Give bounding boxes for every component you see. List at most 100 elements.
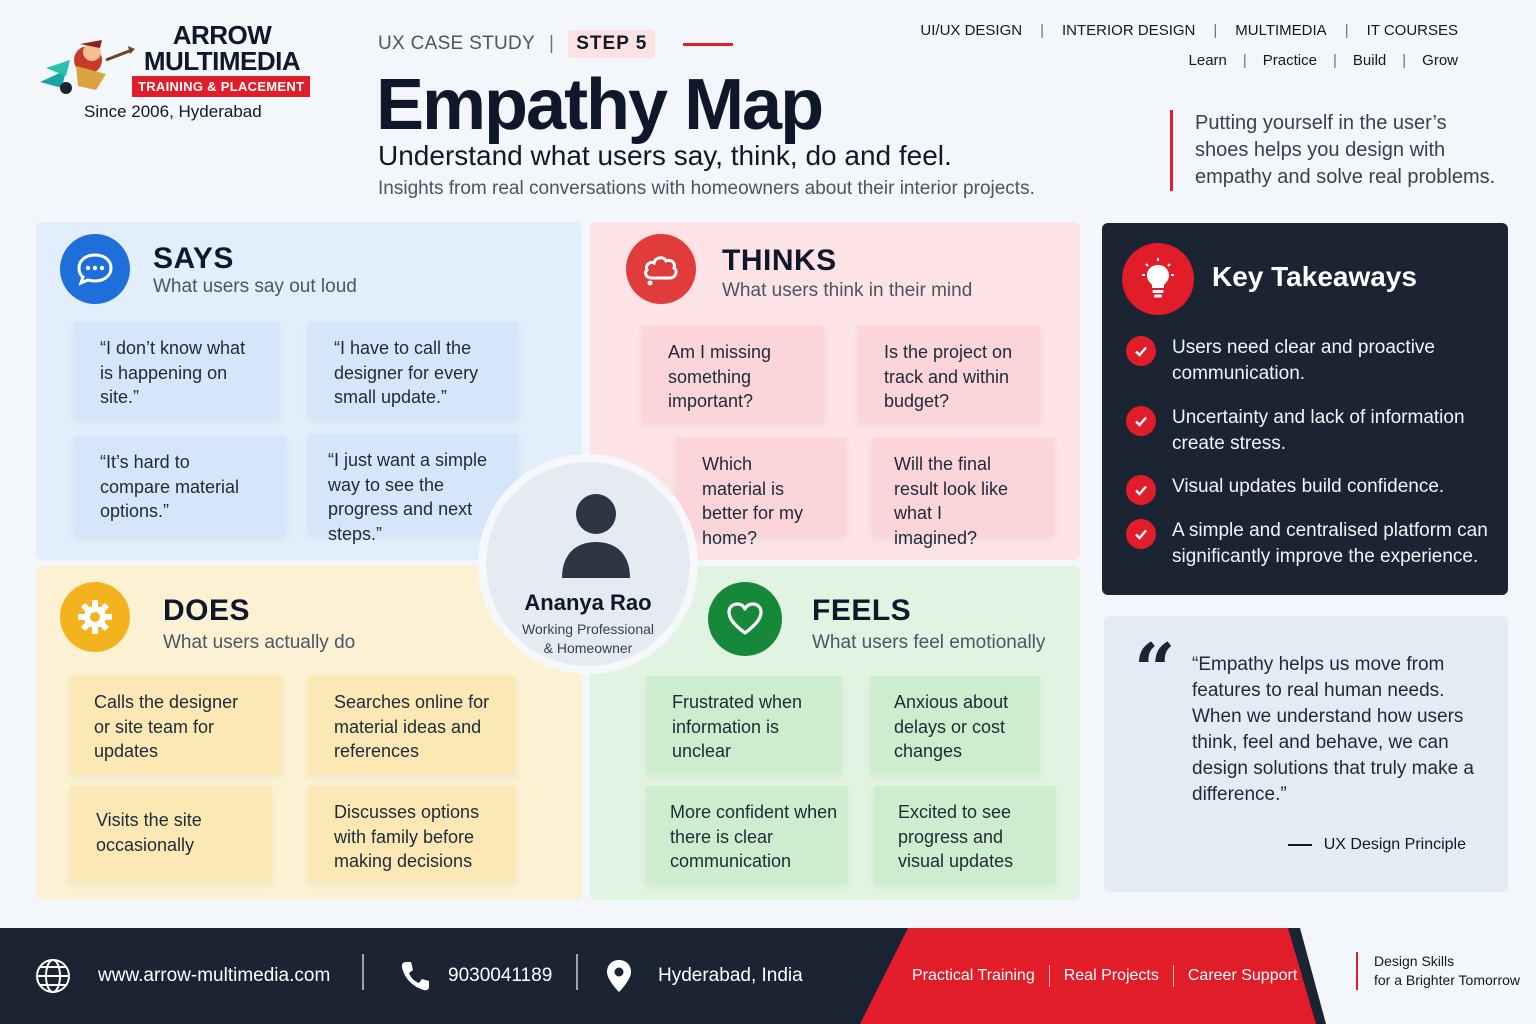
- thinks-quadrant: THINKS What users think in their mind Am…: [590, 222, 1080, 560]
- lightbulb-icon: [1122, 243, 1194, 315]
- footer-link-practical-training[interactable]: Practical Training: [912, 967, 1035, 984]
- nav-item-it-courses[interactable]: IT COURSES: [1366, 22, 1458, 39]
- quote-attribution: UX Design Principle: [1287, 836, 1466, 854]
- persona-name: Ananya Rao: [524, 590, 652, 615]
- page-subtitle: Understand what users say, think, do and…: [378, 140, 952, 171]
- eyebrow: UX CASE STUDY | STEP 5: [378, 30, 734, 58]
- archer-mascot-icon: [40, 40, 135, 94]
- brand-since: Since 2006, Hyderabad: [84, 102, 262, 121]
- says-card: “I just want a simple way to see the pro…: [308, 434, 518, 544]
- takeaway-item: Uncertainty and lack of information crea…: [1126, 405, 1496, 457]
- intro-text: Putting yourself in the user’s shoes hel…: [1170, 110, 1500, 191]
- feels-card: Anxious about delays or cost changes: [870, 676, 1040, 774]
- phone-icon: [401, 962, 429, 991]
- subnav-item-build[interactable]: Build: [1352, 52, 1387, 69]
- phone-number[interactable]: 9030041189: [448, 965, 553, 986]
- page-subtext: Insights from real conversations with ho…: [378, 178, 1035, 199]
- brand-logo[interactable]: ARROW MULTIMEDIA TRAINING & PLACEMENT Si…: [36, 22, 316, 122]
- brand-name: ARROW MULTIMEDIA: [143, 20, 301, 76]
- says-card: “I have to call the designer for every s…: [308, 322, 518, 418]
- does-card: Searches online for material ideas and r…: [308, 676, 516, 774]
- eyebrow-separator: |: [549, 33, 555, 54]
- thinks-card: Am I missing something important?: [642, 326, 824, 422]
- takeaway-text: A simple and centralised platform can si…: [1172, 520, 1488, 567]
- footer-phone[interactable]: 9030041189: [400, 928, 552, 1024]
- website-link[interactable]: www.arrow-multimedia.com: [98, 965, 331, 986]
- footer-location[interactable]: Hyderabad, India: [606, 928, 803, 1024]
- thinks-title: THINKS: [722, 244, 837, 277]
- subnav-item-grow[interactable]: Grow: [1422, 52, 1458, 69]
- gear-icon: [60, 582, 130, 652]
- feels-card: Excited to see progress and visual updat…: [874, 786, 1056, 884]
- does-card: Discusses options with family before mak…: [308, 786, 516, 882]
- feels-card: Frustrated when information is unclear: [646, 676, 842, 774]
- attribution-text: UX Design Principle: [1323, 836, 1466, 853]
- takeaway-text: Uncertainty and lack of information crea…: [1172, 407, 1465, 454]
- thinks-card: Which material is better for my home?: [676, 438, 846, 548]
- footer-white-band: [1300, 928, 1536, 1024]
- check-icon: [1126, 336, 1156, 366]
- nav-separator: |: [1332, 52, 1337, 69]
- top-nav: UI/UX DESIGN | INTERIOR DESIGN | MULTIME…: [920, 22, 1458, 39]
- does-subtitle: What users actually do: [163, 632, 356, 653]
- thinks-card: Is the project on track and within budge…: [858, 326, 1040, 422]
- quote-card: “ “Empathy helps us move from features t…: [1104, 616, 1508, 892]
- thinks-subtitle: What users think in their mind: [722, 280, 973, 301]
- check-icon: [1126, 406, 1156, 436]
- persona-role: Working Professional & Homeowner: [521, 621, 655, 656]
- attribution-dash: [1287, 844, 1312, 846]
- check-icon: [1126, 519, 1156, 549]
- says-subtitle: What users say out loud: [153, 276, 357, 297]
- footer-link-divider: [1048, 965, 1050, 987]
- map-pin-icon: [607, 960, 631, 992]
- brand-tagline: TRAINING & PLACEMENT: [132, 76, 311, 97]
- location-text: Hyderabad, India: [658, 965, 803, 986]
- takeaway-item: A simple and centralised platform can si…: [1126, 518, 1496, 570]
- nav-separator: |: [1242, 52, 1247, 69]
- globe-icon: [36, 959, 70, 993]
- nav-item-interior[interactable]: INTERIOR DESIGN: [1062, 22, 1196, 39]
- user-avatar-icon: [562, 494, 630, 578]
- takeaway-text: Visual updates build confidence.: [1172, 476, 1445, 497]
- takeaway-text: Users need clear and proactive communica…: [1172, 337, 1435, 384]
- nav-separator: |: [1344, 22, 1349, 39]
- takeaways-title: Key Takeaways: [1212, 261, 1417, 292]
- subnav-item-learn[interactable]: Learn: [1188, 52, 1227, 69]
- feels-card: More confident when there is clear commu…: [646, 786, 848, 884]
- key-takeaways-panel: Key Takeaways Users need clear and proac…: [1102, 223, 1508, 595]
- quote-mark-icon: “: [1134, 627, 1176, 712]
- feels-subtitle: What users feel emotionally: [812, 632, 1046, 653]
- footer-slogan: Design Skills for a Brighter Tomorrow: [1356, 952, 1520, 990]
- footer-links: Practical Training Real Projects Career …: [912, 928, 1297, 1024]
- says-card: “I don’t know what is happening on site.…: [74, 322, 280, 418]
- footer-divider: [576, 954, 578, 990]
- subnav-item-practice[interactable]: Practice: [1262, 52, 1317, 69]
- feels-title: FEELS: [812, 594, 912, 627]
- does-card: Calls the designer or site team for upda…: [70, 676, 282, 774]
- step-badge: STEP 5: [568, 30, 656, 58]
- eyebrow-label: UX CASE STUDY: [378, 33, 535, 54]
- takeaway-item: Visual updates build confidence.: [1126, 474, 1496, 505]
- does-card: Visits the site occasionally: [70, 786, 272, 882]
- footer-divider: [362, 954, 364, 990]
- footer-red-band: [860, 928, 1316, 1024]
- heart-icon: [708, 582, 782, 656]
- nav-separator: |: [1213, 22, 1218, 39]
- says-card: “It’s hard to compare material options.”: [74, 436, 286, 536]
- footer-website[interactable]: www.arrow-multimedia.com: [34, 928, 330, 1024]
- quote-text: “Empathy helps us move from features to …: [1192, 654, 1474, 805]
- sub-nav: Learn | Practice | Build | Grow: [1189, 52, 1458, 69]
- footer: www.arrow-multimedia.com 9030041189 Hyde…: [0, 928, 1536, 1024]
- nav-item-multimedia[interactable]: MULTIMEDIA: [1235, 22, 1327, 39]
- footer-link-career-support[interactable]: Career Support: [1187, 967, 1298, 984]
- footer-link-real-projects[interactable]: Real Projects: [1063, 967, 1159, 984]
- nav-item-uiux[interactable]: UI/UX DESIGN: [920, 22, 1023, 39]
- thinks-card: Will the final result look like what I i…: [872, 438, 1054, 548]
- says-quadrant: SAYS What users say out loud “I don’t kn…: [36, 222, 582, 560]
- takeaway-item: Users need clear and proactive communica…: [1126, 335, 1496, 387]
- footer-link-divider: [1172, 965, 1174, 987]
- does-title: DOES: [163, 594, 251, 627]
- persona-badge: Ananya Rao Working Professional & Homeow…: [478, 454, 698, 674]
- chat-bubble-icon: [60, 234, 130, 304]
- eyebrow-accent-line: [683, 42, 734, 46]
